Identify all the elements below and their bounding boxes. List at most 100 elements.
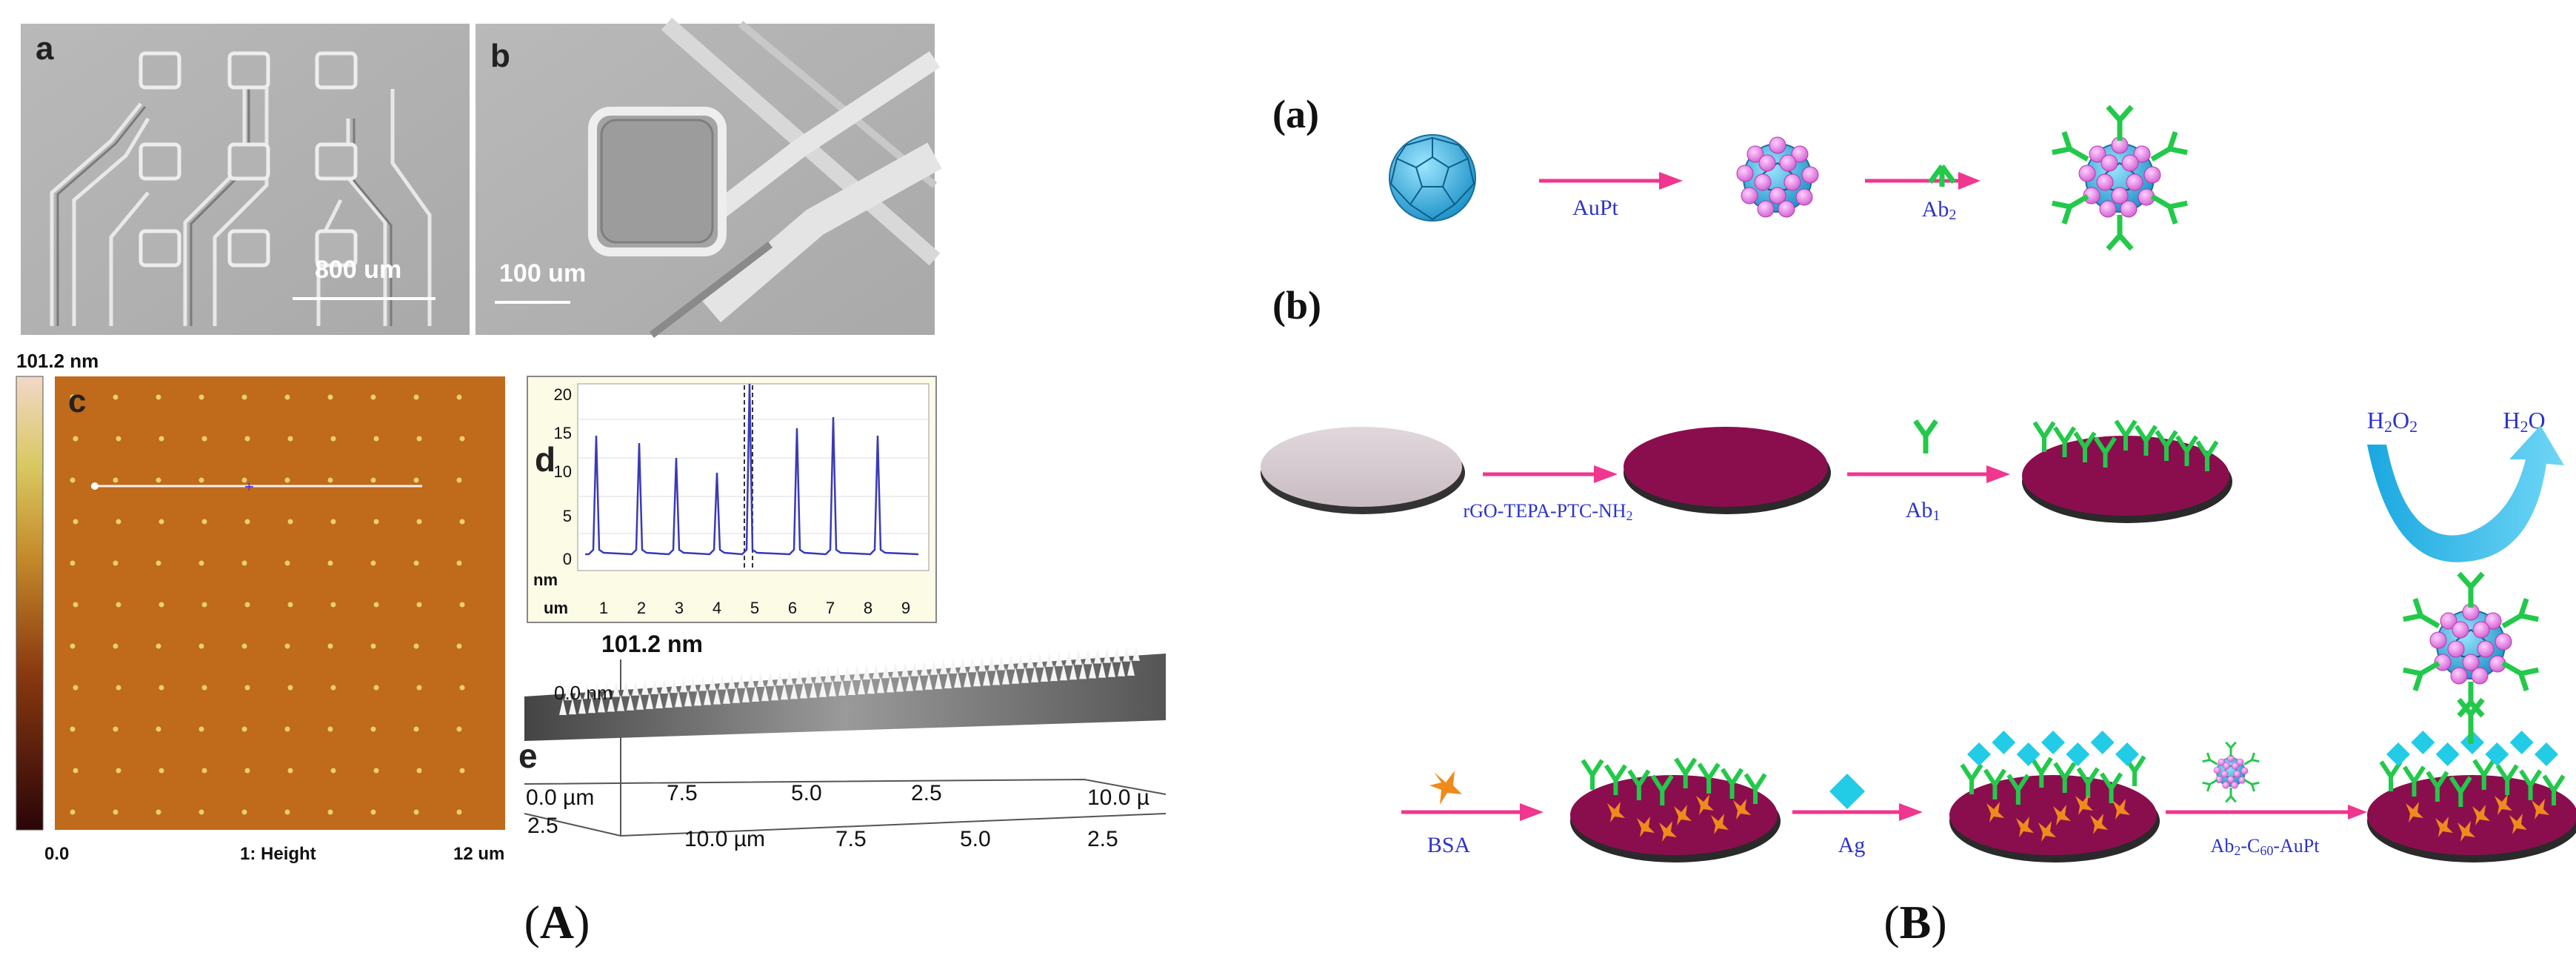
afm-dot <box>241 560 247 566</box>
catalysis-arrow <box>2367 425 2564 562</box>
afm-dot <box>113 726 119 732</box>
3d-peak <box>925 673 932 690</box>
3d-peak <box>824 667 832 682</box>
3d-peak <box>1079 662 1087 679</box>
afm-dot <box>70 643 76 649</box>
modified-electrode <box>1624 427 1831 514</box>
3d-peak <box>598 696 605 713</box>
antibody-icon <box>2093 436 2118 468</box>
3d-peak <box>834 666 841 682</box>
aupt-nanoparticle <box>2484 612 2502 630</box>
antibody-icon <box>2106 104 2134 141</box>
3d-peak <box>988 656 995 671</box>
afm-dot <box>370 726 376 732</box>
3d-peak <box>810 681 817 698</box>
afm-dot <box>159 519 164 525</box>
afm-height-map <box>55 376 505 830</box>
3d-peak <box>1084 649 1092 665</box>
afm-dot <box>70 394 76 400</box>
afm-dot <box>284 726 290 732</box>
3d-peak <box>964 671 971 688</box>
afm-dot <box>327 477 333 483</box>
sem-image-a: 800 um a <box>21 24 470 335</box>
3d-peak <box>651 679 658 694</box>
c60-aupt-particle <box>1736 136 1819 218</box>
3d-peak <box>1075 650 1082 665</box>
afm-dot <box>416 436 422 442</box>
afm-dot <box>113 394 119 400</box>
3d-peak <box>761 685 769 702</box>
3d-peak <box>564 685 572 700</box>
3d-peak <box>771 684 778 701</box>
bsa-icon <box>1659 821 1677 842</box>
step-label-b: (b) <box>1272 283 1321 328</box>
aupt-nanoparticle <box>2089 145 2106 163</box>
aupt-nanoparticle <box>1736 164 1754 182</box>
3d-peak <box>863 665 870 680</box>
antibody-icon <box>1928 164 1956 187</box>
axis2-tick: 5.0 <box>960 827 991 851</box>
afm-dot <box>330 602 336 608</box>
3d-peak <box>838 679 846 696</box>
3d-peak <box>613 682 620 697</box>
aupt-nanoparticle <box>2213 766 2221 774</box>
afm-dot <box>73 685 79 691</box>
afm-dot <box>241 643 247 649</box>
antibody-icon <box>2243 752 2260 765</box>
afm-dot <box>330 436 336 442</box>
3d-peak <box>665 691 673 708</box>
afm-dot <box>456 643 462 649</box>
afm-dot <box>330 685 336 691</box>
3d-peak <box>1132 645 1140 661</box>
c60-sphere <box>1389 134 1476 222</box>
3d-peak <box>655 692 663 708</box>
bsa-icon <box>2406 802 2423 822</box>
profile-letter-d: d <box>535 440 555 479</box>
bsa-icon <box>1733 799 1751 820</box>
antibody-icon <box>1983 768 2006 800</box>
aupt-nanoparticle <box>2215 776 2223 783</box>
afm-dot <box>416 768 422 774</box>
antigen-icon <box>1829 774 1865 809</box>
antibody-icon <box>2155 430 2178 461</box>
aupt-nanoparticle <box>2222 781 2230 789</box>
c60-aupt-small-icon <box>2202 741 2260 803</box>
ab1-electrode <box>2022 419 2232 523</box>
x-tick: 5 <box>750 599 759 617</box>
antigen-icon <box>1992 731 2016 754</box>
aupt-nanoparticle <box>2236 758 2244 766</box>
arrow-label-ab1: Ab1 <box>1906 498 1941 524</box>
3d-peak <box>844 665 851 681</box>
antigen-icon <box>2535 742 2558 766</box>
axis2-tick: 2.5 <box>1087 827 1118 851</box>
3d-peak <box>911 661 918 677</box>
antibody-icon <box>2106 215 2134 251</box>
3d-peak <box>1104 648 1111 663</box>
afm-dot <box>456 477 462 483</box>
axis2-tick: 7.5 <box>835 827 867 851</box>
bsa-icon <box>2090 814 2108 834</box>
afm-dot <box>287 436 293 442</box>
3d-peak <box>593 683 601 699</box>
arrow-label-bsa: BSA <box>1427 833 1471 857</box>
3d-peak <box>723 687 730 704</box>
3d-peak <box>1065 651 1072 666</box>
afm-dot <box>413 643 419 649</box>
antigen-icon <box>2386 742 2410 766</box>
aupt-nanoparticle <box>2450 667 2468 685</box>
panel-caption-a: (A) <box>524 896 590 948</box>
afm-dot <box>373 519 379 525</box>
afm-dot <box>156 477 161 483</box>
3d-peak <box>569 698 576 715</box>
afm-x-start: 0.0 <box>44 844 69 864</box>
3d-peak <box>1094 648 1101 664</box>
antibody-icon <box>1650 774 1674 805</box>
aupt-nanoparticle <box>2452 621 2469 639</box>
afm-dot <box>73 519 79 525</box>
3d-peak <box>882 663 890 679</box>
x-tick: 3 <box>675 599 684 617</box>
antibody-icon <box>2501 660 2539 691</box>
afm-dot <box>70 726 76 732</box>
afm-dot <box>413 560 419 566</box>
3d-peak <box>718 674 726 690</box>
